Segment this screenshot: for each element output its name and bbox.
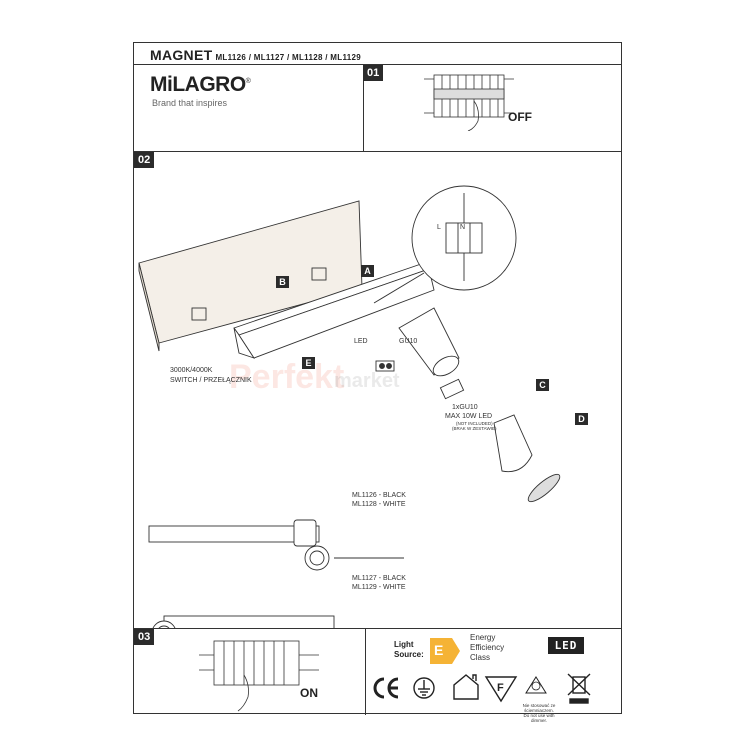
led-badge: LED: [548, 637, 584, 654]
gu10-bulb: [493, 414, 533, 473]
breaker-panel-on-illustration: [199, 640, 319, 712]
variant-2-bar: [163, 615, 335, 628]
bulb-note-pl: (BRAK W ZESTAWIE): [452, 426, 497, 431]
gu10-socket: [439, 378, 465, 400]
brand-tagline: Brand that inspires: [152, 98, 228, 108]
marker-e: E: [302, 357, 315, 369]
energy-label-panel: Light Source: E Energy Efficiency Class …: [366, 629, 621, 723]
watermark: Perfekt: [229, 358, 345, 396]
divider: [134, 628, 621, 629]
brand-name: MiLAGRO: [150, 73, 246, 96]
divider: [365, 628, 366, 715]
gu10-label: GU10: [399, 338, 418, 345]
variant-2-black: ML1127 - BLACK: [352, 575, 406, 582]
variant-1-bar: [148, 525, 320, 543]
indoor-use-icon: [453, 674, 479, 700]
variant-2-spot: [152, 620, 176, 628]
not-dimmable-icon: [525, 676, 547, 694]
switch-label: SWITCH / PRZEŁĄCZNIK: [170, 377, 252, 384]
ground-icon: [413, 677, 435, 699]
switch-indicator: [375, 360, 395, 372]
variant-2-white: ML1129 - WHITE: [352, 584, 406, 591]
wiring-detail-circle: [411, 185, 517, 291]
mounting-diagram: [138, 185, 561, 628]
variant-1-spot: [304, 545, 330, 571]
step-01-badge: 01: [363, 65, 384, 81]
switch-label-cct: 3000K/4000K: [170, 367, 213, 374]
off-label: OFF: [508, 110, 532, 124]
dimmer-note: Nie stosować ze ściemniaczem. Do not use…: [522, 703, 556, 723]
certification-symbols: F: [373, 673, 591, 704]
brand-logo: MiLAGRO® Brand that inspires: [150, 73, 251, 108]
step-03-badge: 03: [134, 629, 155, 645]
product-name: MAGNET: [150, 47, 213, 63]
variant-1-white: ML1128 - WHITE: [352, 501, 406, 508]
marker-c: C: [536, 379, 549, 391]
mounting-bracket: [191, 307, 207, 321]
step-02-badge: 02: [134, 152, 155, 168]
svg-text:F: F: [497, 682, 504, 694]
model-numbers: ML1126 / ML1127 / ML1128 / ML1129: [215, 53, 361, 62]
divider: [363, 64, 364, 151]
marker-d: D: [575, 413, 588, 425]
cover-glass: [527, 473, 561, 503]
energy-class-text: Energy Efficiency Class: [470, 633, 505, 662]
weee-bin-icon: [567, 673, 591, 704]
divider: [134, 64, 621, 65]
bulb-count: 1xGU10: [452, 404, 478, 411]
mounting-bracket: [311, 267, 327, 281]
bulb-note-en: (NOT INCLUDED): [456, 421, 493, 426]
light-source-label: Light Source:: [394, 640, 424, 659]
breaker-panel-off-illustration: [424, 74, 514, 131]
terminal-label-n: N: [460, 224, 466, 231]
watermark: market: [334, 370, 400, 392]
variant-1-black: ML1126 - BLACK: [352, 492, 406, 499]
marker-a: A: [361, 265, 374, 277]
bulb-max: MAX 10W LED: [445, 413, 493, 420]
ce-mark: [373, 677, 399, 699]
f-mark-icon: F: [484, 676, 518, 703]
energy-class-letter: E: [434, 642, 444, 658]
led-label: LED: [354, 338, 368, 345]
terminal-label-l: L: [437, 224, 441, 231]
divider: [134, 151, 621, 152]
registered-mark: ®: [245, 78, 251, 85]
on-label: ON: [300, 686, 318, 700]
marker-b: B: [276, 276, 289, 288]
energy-class-badge: E: [430, 638, 460, 664]
